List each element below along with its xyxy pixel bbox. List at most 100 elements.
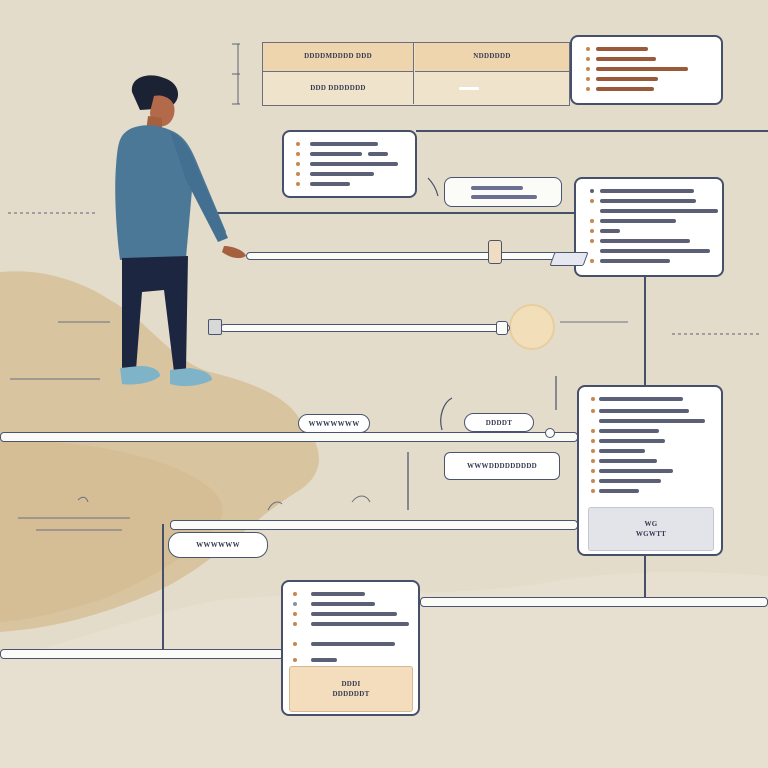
summary-box-text: DDDI bbox=[341, 680, 361, 688]
label-pill[interactable]: WWWDDDDDDDDD bbox=[444, 452, 560, 480]
text-line bbox=[311, 642, 395, 646]
list-card: WG WGWTT bbox=[577, 385, 723, 556]
track-rail bbox=[0, 432, 578, 442]
text-line bbox=[599, 479, 661, 483]
text-line bbox=[311, 658, 337, 662]
text-line bbox=[596, 47, 648, 51]
pill-cap-icon bbox=[545, 428, 555, 438]
info-box bbox=[444, 177, 562, 207]
bullet-icon bbox=[591, 479, 595, 483]
text-line bbox=[310, 142, 378, 146]
list-card bbox=[570, 35, 723, 105]
curl-mark bbox=[427, 177, 439, 197]
text-line bbox=[600, 239, 690, 243]
summary-box-text: WGWTT bbox=[635, 530, 667, 538]
bullet-icon bbox=[293, 612, 297, 616]
person-shoe bbox=[120, 366, 160, 385]
text-line bbox=[600, 219, 676, 223]
slider-connector-icon bbox=[549, 252, 589, 266]
slider-handle-icon[interactable] bbox=[488, 240, 502, 264]
text-line bbox=[599, 419, 705, 423]
bullet-icon bbox=[590, 229, 594, 233]
track-rail bbox=[0, 649, 284, 659]
bullet-icon bbox=[296, 182, 300, 186]
bullet-icon bbox=[590, 189, 594, 193]
person-figure bbox=[115, 75, 246, 387]
bullet-icon bbox=[591, 429, 595, 433]
bullet-icon bbox=[586, 87, 590, 91]
text-line bbox=[311, 592, 365, 596]
bullet-icon bbox=[591, 449, 595, 453]
person-arm bbox=[170, 132, 228, 242]
curl-mark bbox=[440, 397, 453, 431]
bullet-icon bbox=[293, 592, 297, 596]
text-line bbox=[600, 199, 696, 203]
person-hand bbox=[222, 246, 246, 259]
slider-end-icon bbox=[496, 321, 508, 335]
bullet-icon bbox=[590, 219, 594, 223]
bullet-icon bbox=[591, 459, 595, 463]
bullet-icon bbox=[591, 409, 595, 413]
text-line bbox=[599, 449, 645, 453]
curl-mark bbox=[351, 495, 371, 503]
text-line bbox=[600, 249, 710, 253]
bullet-icon bbox=[293, 642, 297, 646]
text-line bbox=[599, 439, 665, 443]
bracket-mark bbox=[232, 43, 240, 105]
text-line bbox=[596, 57, 656, 61]
top-table: DDDDMDDDD DDD DDD DDDDDDD NDDDDDD bbox=[262, 42, 570, 106]
connector-line bbox=[162, 524, 164, 650]
text-line bbox=[600, 259, 670, 263]
text-line bbox=[311, 602, 375, 606]
text-line bbox=[599, 489, 639, 493]
list-card bbox=[574, 177, 724, 277]
slider-rail[interactable] bbox=[220, 324, 510, 332]
slider-knob-icon[interactable] bbox=[208, 319, 222, 335]
bullet-icon bbox=[296, 162, 300, 166]
text-line bbox=[600, 229, 620, 233]
connector-line bbox=[644, 556, 646, 600]
connector-line bbox=[644, 276, 646, 386]
bullet-icon bbox=[586, 57, 590, 61]
text-line bbox=[599, 409, 689, 413]
bullet-icon bbox=[591, 489, 595, 493]
text-line bbox=[599, 397, 683, 401]
text-line bbox=[599, 429, 659, 433]
label-pill[interactable]: WWWWWW bbox=[168, 532, 268, 558]
top-table-cell-2-header bbox=[415, 43, 569, 72]
track-rail bbox=[170, 520, 578, 530]
text-line bbox=[368, 152, 388, 156]
text-line bbox=[310, 152, 362, 156]
top-table-cell-1: DDDDMDDDD DDD DDD DDDDDDD bbox=[263, 43, 414, 104]
summary-box: WG WGWTT bbox=[588, 507, 714, 551]
text-line bbox=[311, 612, 397, 616]
person-pants bbox=[122, 256, 188, 372]
bullet-icon bbox=[293, 602, 297, 606]
summary-box-text: WG bbox=[644, 520, 658, 528]
bullet-icon bbox=[586, 67, 590, 71]
label-pill[interactable]: WWWWWWW bbox=[298, 414, 370, 433]
text-line bbox=[600, 209, 718, 213]
bullet-icon bbox=[590, 199, 594, 203]
sand-hill-shade bbox=[0, 440, 223, 622]
label-pill[interactable]: DDDDT bbox=[464, 413, 534, 432]
top-table-header-text: NDDDDDD bbox=[473, 52, 511, 60]
top-table-header-text: DDDDMDDDD DDD bbox=[304, 52, 372, 60]
text-line bbox=[596, 77, 658, 81]
bullet-icon bbox=[293, 658, 297, 662]
top-table-body-text: DDD DDDDDDD bbox=[310, 84, 366, 92]
slider-rail[interactable] bbox=[246, 252, 558, 260]
curl-mark bbox=[267, 501, 283, 511]
text-line bbox=[471, 186, 523, 190]
bullet-icon bbox=[590, 239, 594, 243]
person-shoe bbox=[170, 368, 212, 387]
curl-mark bbox=[77, 496, 89, 503]
bullet-icon bbox=[296, 152, 300, 156]
text-line bbox=[310, 162, 398, 166]
list-card: DDDI DDDDDDT bbox=[281, 580, 420, 716]
bullet-icon bbox=[591, 397, 595, 401]
glow-orb bbox=[509, 304, 555, 350]
connector-line bbox=[416, 130, 768, 132]
bullet-icon bbox=[591, 439, 595, 443]
